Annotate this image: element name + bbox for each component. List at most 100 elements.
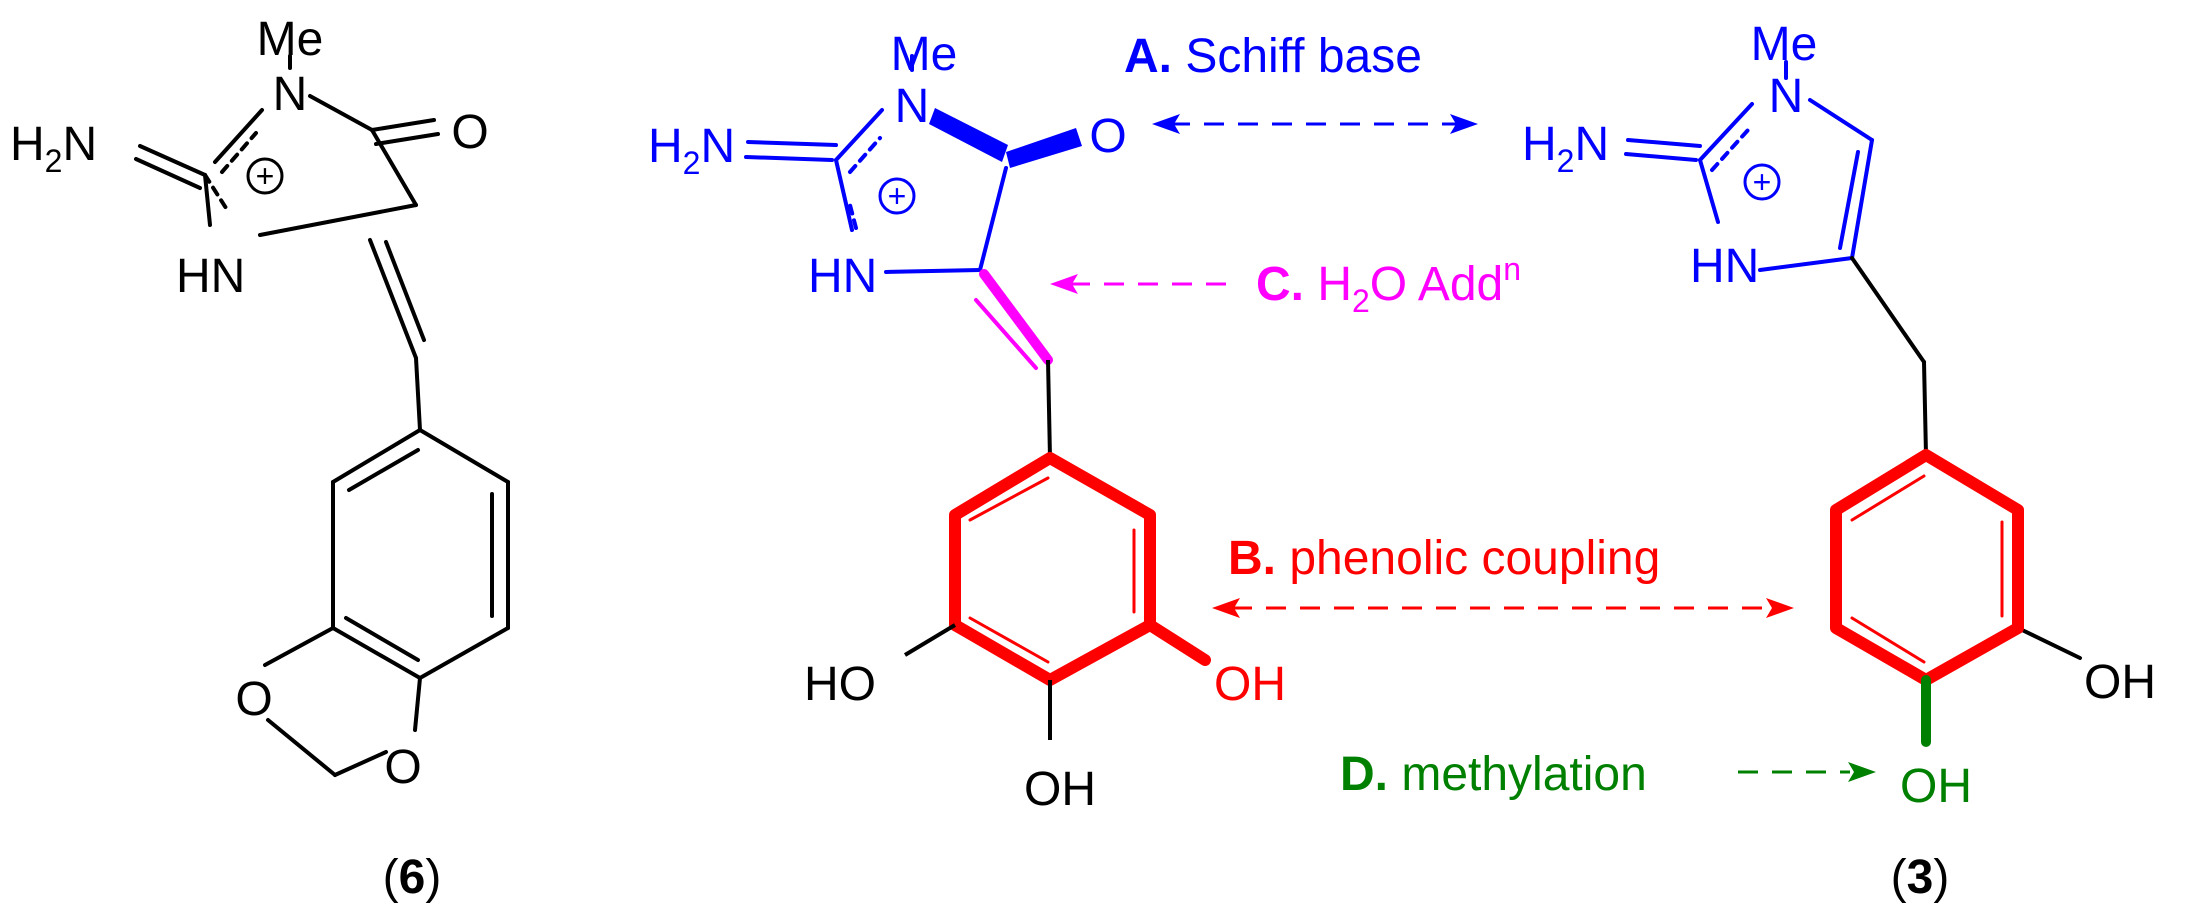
- compound-3-linker: [1850, 256, 2082, 660]
- compound-6-label: (6): [383, 851, 442, 904]
- mid-benzene-outer: [949, 452, 1156, 686]
- mid-benzene-inner-3: [968, 476, 1050, 522]
- c3-benzene-inner-2: [1850, 616, 1926, 664]
- c3-n3-c4-bond: [1808, 98, 1874, 142]
- c3-ch2-bond-1: [1850, 256, 1926, 364]
- alkene-bold-bond: [979, 269, 1053, 365]
- arrow-a: [1152, 114, 1478, 134]
- dioxole-bond-3: [266, 718, 337, 777]
- c3-benzene-outer: [1830, 449, 2024, 686]
- mid-ch-aryl-bond: [1046, 359, 1052, 459]
- mid-hn: HN: [808, 250, 877, 303]
- dioxole-bond-2: [413, 676, 422, 732]
- c2-n3-dashed-bond: [220, 131, 258, 174]
- compound-6-hn: HN: [176, 250, 245, 303]
- arrow-b-head-right: [1766, 598, 1794, 618]
- compound-6-n3: N: [273, 68, 308, 121]
- dioxole-bond-4: [333, 750, 388, 777]
- mid-benzene-ring: [949, 452, 1211, 686]
- mid-c2-n1-bond: [834, 158, 854, 232]
- c3-c-oh-bond: [2016, 626, 2082, 660]
- c3-benzene-inner-3: [1850, 474, 1926, 522]
- c5-n1-bond: [258, 203, 418, 237]
- annotation-a: A. Schiff base: [1124, 30, 1422, 83]
- c3-ch2-bond-2: [1922, 360, 1928, 457]
- arrow-a-head-right: [1450, 114, 1478, 134]
- mid-plus: +: [888, 178, 907, 214]
- arrow-d-head: [1848, 762, 1876, 782]
- mid-c2-n3-bond: [834, 108, 884, 162]
- mid-c2-nh2-bond-2: [744, 155, 834, 162]
- mid-c2-nh2-bond-1: [746, 140, 838, 147]
- c2-n3-bond: [213, 108, 264, 164]
- exo-alkene-2: [384, 240, 426, 342]
- compound-6-structure: [134, 54, 510, 777]
- compound-6-h2n: H2N: [10, 118, 97, 179]
- carbonyl-bond-1: [370, 118, 436, 132]
- c3-hn: HN: [1690, 240, 1759, 293]
- mid-wedge-c4-o: [1006, 128, 1082, 168]
- compound-3-label: (3): [1891, 851, 1950, 904]
- n1-c2-bond: [203, 173, 212, 227]
- mid-c5-c4-bond: [978, 166, 1008, 272]
- mid-charge-circle: [878, 177, 916, 215]
- annotation-d: D. methylation: [1340, 748, 1647, 801]
- middle-imidazolone-structure: [744, 54, 1008, 274]
- c3-c2-nh2-bond-1: [1626, 138, 1702, 148]
- dioxole-bond-1: [263, 626, 335, 667]
- mid-c-oh-red-bond: [1144, 619, 1211, 666]
- mid-magenta-alkene: [974, 269, 1053, 370]
- benzene-bond-6: [331, 428, 422, 484]
- carbonyl-bond-2: [374, 132, 440, 146]
- n1-c2-dashed-bond: [203, 173, 228, 210]
- c3-c4-c5-bond: [1850, 138, 1874, 260]
- c3-h2n: H2N: [1522, 118, 1609, 179]
- annotation-b: B. phenolic coupling: [1228, 532, 1660, 585]
- mid-me: Me: [891, 28, 958, 81]
- arrow-d: [1738, 762, 1876, 782]
- mid-benzene-inner-2: [968, 616, 1050, 664]
- benzene-inner-2: [344, 616, 420, 662]
- compound-6-o: O: [451, 106, 488, 159]
- compound-6-o-right: O: [384, 741, 421, 794]
- arrow-a-head-left: [1152, 114, 1180, 134]
- mid-c-ho-bond: [903, 623, 957, 657]
- mid-oh-red: OH: [1214, 658, 1286, 711]
- mid-n1-c5-bond: [884, 268, 982, 274]
- mid-h2n: H2N: [648, 120, 735, 181]
- compound-6-plus: +: [256, 158, 275, 194]
- benzene-inner-3: [347, 448, 420, 492]
- benzene-bond-4: [331, 626, 422, 680]
- c3-oh-green: OH: [1900, 760, 1972, 813]
- ch-aryl-bond: [414, 356, 422, 432]
- benzene-bond-1: [418, 428, 510, 484]
- c3-c2-n3-dashed: [1710, 128, 1750, 172]
- c2-nh2-bond-2: [134, 157, 202, 190]
- benzene-bond-3: [418, 626, 510, 680]
- alkene-inner-bond: [974, 298, 1038, 370]
- mid-n3: N: [895, 80, 930, 133]
- annotation-c: C. H2O Addn: [1256, 251, 1521, 319]
- mid-ho: HO: [804, 658, 876, 711]
- compound-6-me: Me: [257, 13, 324, 66]
- mid-oh-bottom: OH: [1024, 763, 1096, 816]
- compound-3-imidazole: [1624, 60, 1874, 272]
- c3-c2-n3-bond: [1698, 102, 1754, 162]
- compound-6-charge-circle: [246, 157, 284, 195]
- arrow-b-head-left: [1212, 598, 1240, 618]
- c3-c4-c5-inner: [1838, 150, 1860, 250]
- c3-plus: +: [1753, 164, 1772, 200]
- exo-alkene-1: [368, 238, 418, 360]
- arrow-c: [1050, 274, 1240, 294]
- c3-c2-nh2-bond-2: [1624, 152, 1698, 162]
- c3-n3: N: [1769, 70, 1804, 123]
- mid-c2-n3-dashed: [848, 136, 882, 174]
- c3-oh-black: OH: [2084, 656, 2156, 709]
- arrow-c-head: [1050, 274, 1078, 294]
- mid-wedge-n3-c4: [929, 108, 1008, 162]
- c3-charge-circle: [1743, 163, 1781, 201]
- compound-6-o-left: O: [235, 673, 272, 726]
- c2-nh2-bond-1: [138, 144, 207, 177]
